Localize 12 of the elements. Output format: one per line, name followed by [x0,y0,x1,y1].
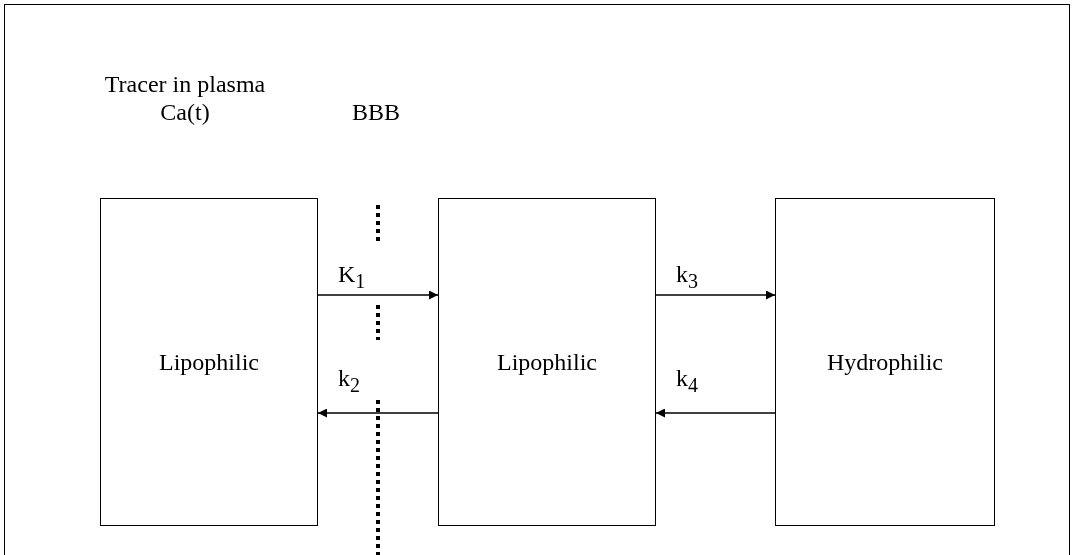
compartment-label: Lipophilic [497,348,597,376]
arrow [317,290,439,300]
compartment-label: Hydrophilic [827,348,943,376]
arrow [655,408,776,418]
arrow [655,290,776,300]
text-label: BBB [352,98,401,126]
compartment-label: Lipophilic [159,348,259,376]
compartment-box [775,198,995,526]
compartment-box [100,198,318,526]
compartment-box [438,198,656,526]
text-label: Tracer in plasma Ca(t) [103,70,267,126]
arrow [317,408,439,418]
